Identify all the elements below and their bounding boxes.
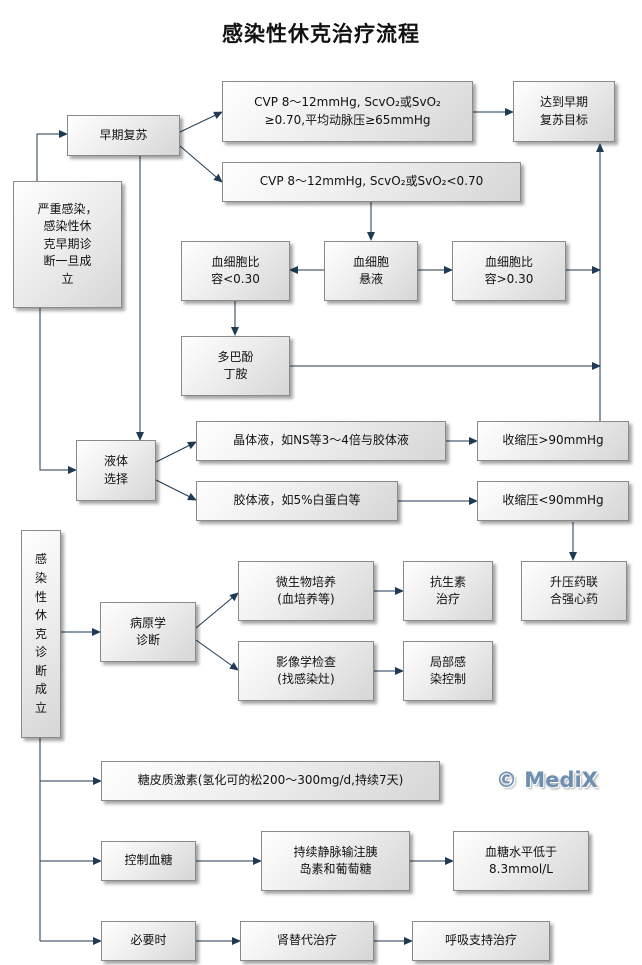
node-vasopressor-inotrope: 升压药联 合强心药 — [521, 561, 627, 621]
node-renal-replacement: 肾替代治疗 — [240, 921, 374, 961]
edge-early-to-cvp-met — [179, 111, 223, 133]
page-title: 感染性休克治疗流程 — [222, 21, 420, 46]
node-corticosteroid: 糖皮质激素(氢化可的松200～300mg/d,持续7天) — [101, 761, 440, 801]
node-glucose-below: 血糖水平低于 8.3mmol/L — [453, 831, 589, 891]
node-crystalloid: 晶体液，如NS等3～4倍与胶体液 — [196, 421, 446, 461]
node-respiratory-support: 呼吸支持治疗 — [412, 921, 550, 961]
node-fluid-choice: 液体 选择 — [76, 440, 156, 501]
node-early-resuscitation: 早期复苏 — [67, 115, 180, 156]
node-etiology-diagnosis: 病原学 诊断 — [100, 602, 196, 662]
node-severe-infection: 严重感染， 感染性休 克早期诊 断一旦成 立 — [13, 181, 122, 308]
node-insulin-glucose-infusion: 持续静脉输注胰 岛素和葡萄糖 — [261, 831, 410, 891]
node-hct-high: 血细胞比 容>0.30 — [452, 241, 566, 301]
node-colloid: 胶体液，如5%白蛋白等 — [196, 481, 398, 521]
edge-fluid-to-crystalloid — [155, 441, 197, 463]
node-sbp-high: 收缩压>90mmHg — [477, 421, 629, 461]
node-early-goal-reached: 达到早期 复苏目标 — [513, 81, 615, 142]
node-source-control: 局部感 染控制 — [403, 641, 493, 701]
edge-severe-to-fluid — [39, 308, 77, 474]
node-cvp-target-unmet: CVP 8～12mmHg, ScvO₂或SvO₂<0.70 — [222, 162, 521, 202]
edge-fluid-to-colloid — [155, 479, 197, 501]
node-sbp-low: 收缩压<90mmHg — [477, 481, 629, 521]
node-glucose-control: 控制血糖 — [101, 841, 196, 881]
edge-severe-to-early-resuscitation — [36, 130, 68, 182]
node-imaging: 影像学检查 (找感染灶) — [238, 641, 374, 701]
node-dobutamine: 多巴酚 丁胺 — [181, 336, 290, 396]
node-rbc-suspension: 血细胞 悬液 — [324, 241, 418, 301]
edge-etiology-to-imaging — [195, 639, 239, 671]
node-cvp-target-met: CVP 8～12mmHg, ScvO₂或SvO₂ ≥0.70,平均动脉压≥65m… — [222, 81, 473, 142]
edge-early-to-cvp-unmet — [179, 145, 223, 183]
node-shock-confirmed: 感 染 性 休 克 诊 断 成 立 — [21, 530, 61, 738]
node-antibiotic-therapy: 抗生素 治疗 — [403, 561, 493, 621]
node-when-necessary: 必要时 — [101, 921, 196, 961]
watermark-logo: © MediX — [496, 768, 598, 792]
edge-etiology-to-culture — [195, 592, 239, 629]
node-hct-low: 血细胞比 容<0.30 — [181, 241, 290, 301]
node-microbial-culture: 微生物培养 (血培养等) — [238, 561, 374, 621]
